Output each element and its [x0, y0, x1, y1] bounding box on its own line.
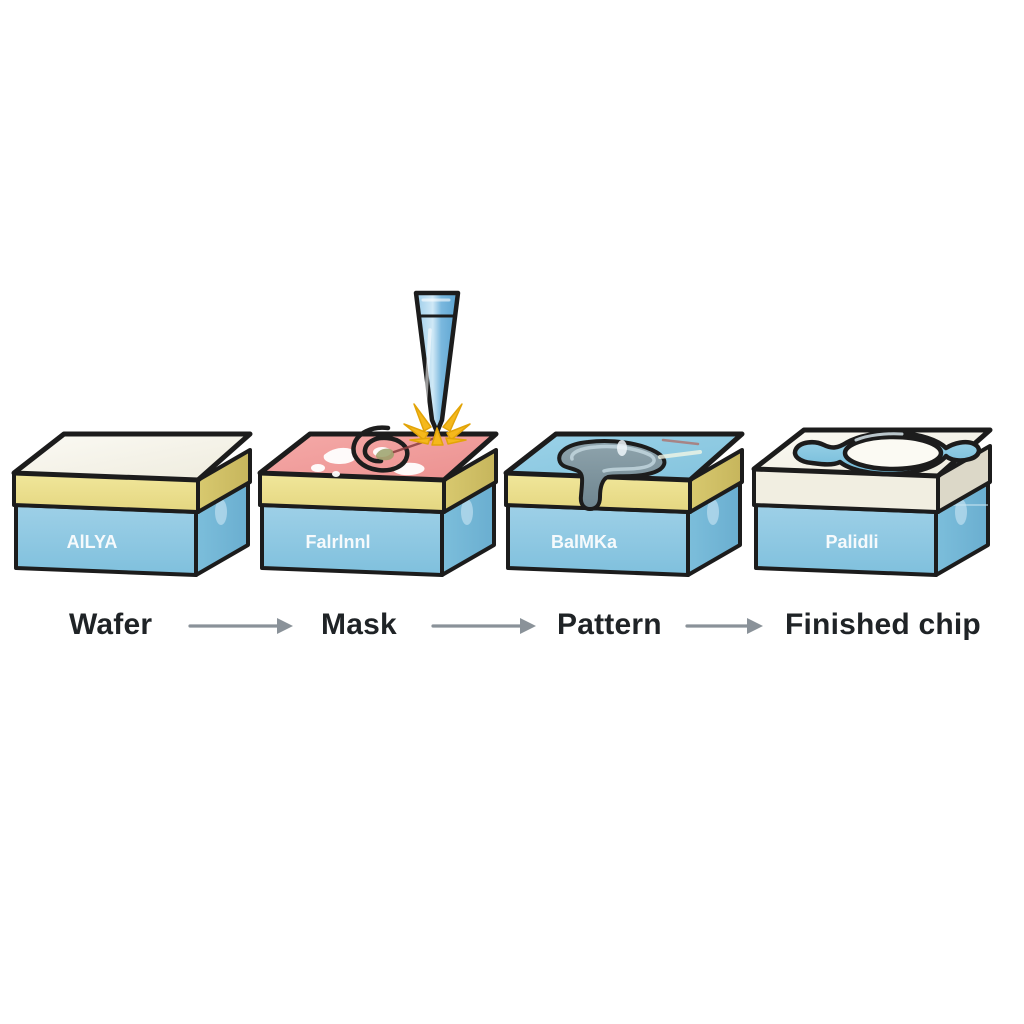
- chip-ring-highlight: [854, 432, 904, 442]
- stylus-shaft-highlight: [423, 328, 432, 414]
- flow-arrow-pattern-to-chip: [685, 618, 763, 634]
- stage-block-mask[interactable]: Falrlnnl: [257, 290, 499, 577]
- mask-substrate-highlight: [461, 499, 473, 525]
- laser-stylus-tool[interactable]: [403, 290, 471, 446]
- pattern-surface-scratch: [661, 438, 700, 446]
- spark-burst-icon: [403, 403, 471, 446]
- mask-base-imprint: Falrlnnl: [305, 532, 370, 552]
- mask-spiral-trace: [351, 425, 410, 473]
- flow-arrow-mask-to-pattern: [431, 618, 536, 634]
- stage-label-finished-chip: Finished chip: [785, 608, 981, 641]
- flow-arrow-wafer-to-mask: [188, 618, 293, 634]
- arrow-head: [277, 618, 293, 634]
- stage-label-pattern: Pattern: [557, 608, 662, 641]
- stage-label-wafer: Wafer: [69, 608, 153, 641]
- arrow-head: [520, 618, 536, 634]
- pattern-surface-speck: [617, 440, 627, 456]
- mask-spiral-core: [375, 448, 395, 461]
- mask-resist-side: [442, 448, 498, 514]
- arrow-head: [747, 618, 763, 634]
- pattern-substrate-highlight: [707, 499, 719, 525]
- pattern-resist-side: [688, 448, 744, 514]
- pattern-trench-highlight: [570, 444, 656, 473]
- stage-block-pattern[interactable]: BalMKa: [503, 431, 745, 577]
- pattern-surface-streak: [658, 450, 702, 459]
- stylus-body: [413, 290, 461, 435]
- mask-beam-scar: [392, 435, 440, 454]
- wafer-top-face: [11, 431, 253, 483]
- pattern-base-imprint: BalMKa: [551, 532, 618, 552]
- chip-ring-circuit-inner: [842, 434, 944, 472]
- wafer-substrate-highlight: [215, 499, 227, 525]
- wafer-base-imprint: AlLYA: [67, 532, 118, 552]
- stage-block-finished-chip[interactable]: Palidli: [751, 427, 993, 577]
- chip-base-imprint: Palidli: [825, 532, 878, 552]
- stage-block-wafer[interactable]: AlLYA: [11, 431, 253, 577]
- stage-label-mask: Mask: [321, 608, 397, 641]
- wafer-resist-side: [196, 448, 252, 514]
